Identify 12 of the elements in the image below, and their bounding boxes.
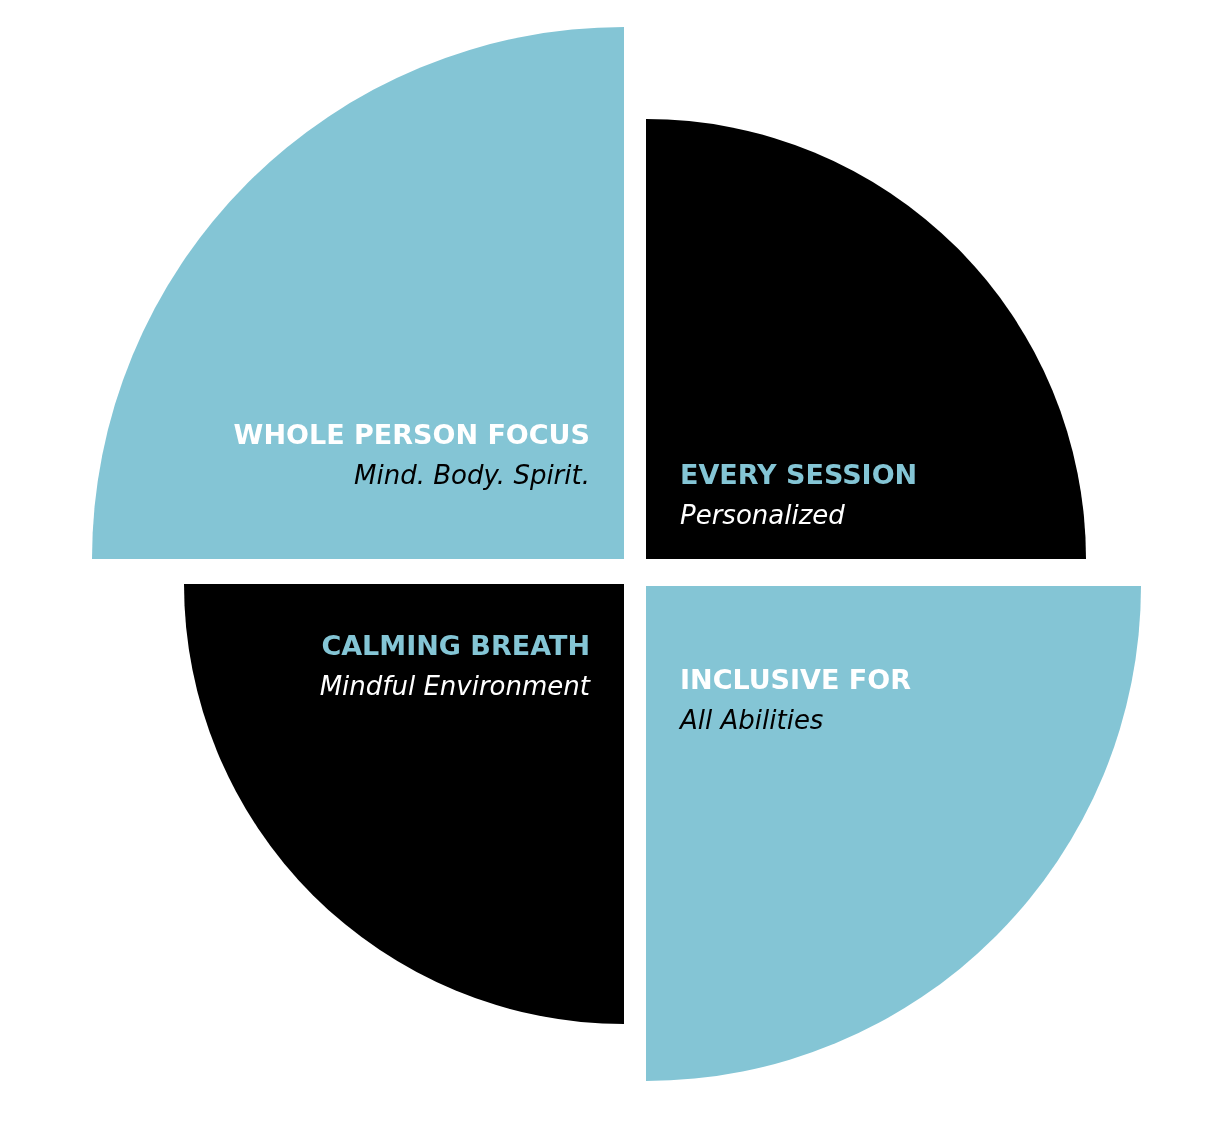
quarter-circle-segment bbox=[92, 27, 624, 559]
segment-subtitle: Personalized bbox=[680, 499, 846, 532]
segment-subtitle: All Abilities bbox=[680, 704, 825, 737]
segment-heading: INCLUSIVE FOR bbox=[680, 663, 912, 697]
segment-heading: CALMING BREATH bbox=[320, 629, 590, 663]
quarter-circle-segment bbox=[646, 586, 1141, 1081]
segment-heading: EVERY SESSION bbox=[680, 458, 918, 492]
segment-subtitle: Mindful Environment bbox=[319, 670, 590, 703]
segment-subtitle: Mind. Body. Spirit. bbox=[353, 459, 590, 492]
quarter-circle-segment bbox=[184, 584, 624, 1024]
segment-heading: WHOLE PERSON FOCUS bbox=[233, 418, 590, 452]
quarter-circle-segment bbox=[646, 119, 1086, 559]
